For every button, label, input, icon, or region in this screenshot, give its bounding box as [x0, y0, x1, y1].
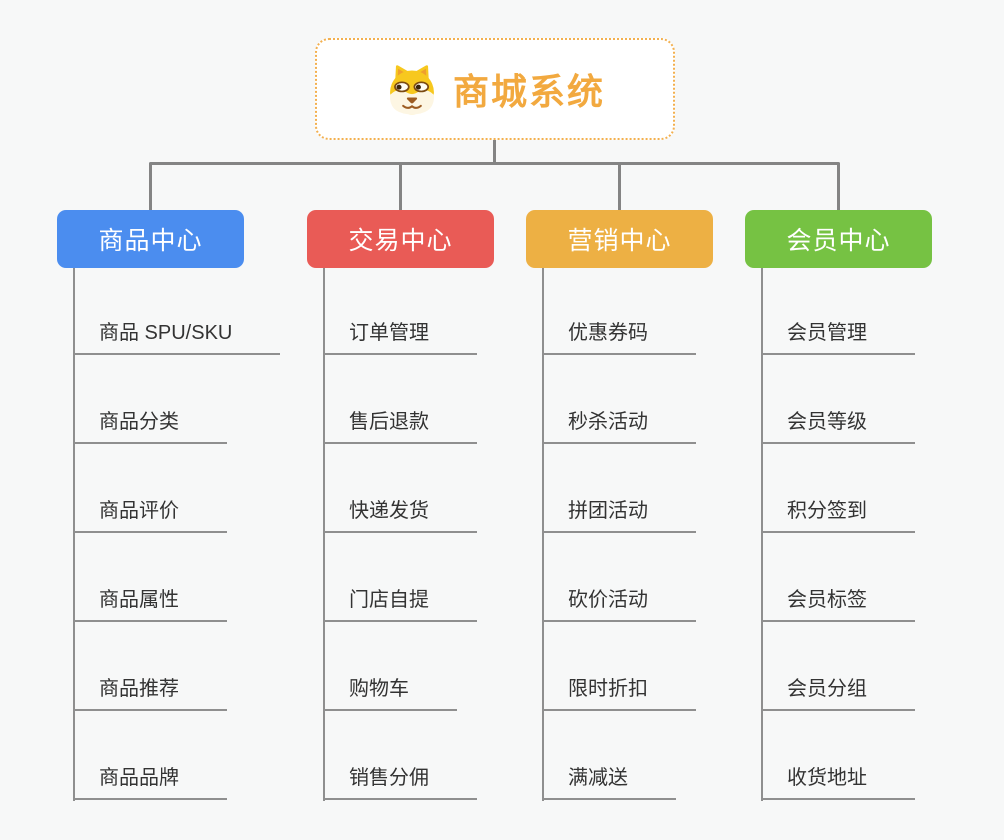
root-connector-stub: [493, 140, 496, 164]
child-node[interactable]: 会员管理: [761, 321, 915, 355]
child-node[interactable]: 购物车: [323, 677, 457, 711]
branch-trunk-line: [73, 268, 75, 801]
branch-box-product-center[interactable]: 商品中心: [57, 210, 244, 268]
child-node[interactable]: 门店自提: [323, 588, 477, 622]
branch-label: 营销中心: [567, 227, 672, 255]
branch-trunk-line: [542, 268, 544, 801]
branch-drop-connector: [837, 163, 840, 210]
branch-box-member-center[interactable]: 会员中心: [745, 210, 932, 268]
branch-box-trade-center[interactable]: 交易中心: [307, 210, 494, 268]
child-node[interactable]: 商品 SPU/SKU: [73, 321, 281, 355]
child-node[interactable]: 秒杀活动: [542, 410, 696, 444]
child-node[interactable]: 限时折扣: [542, 677, 696, 711]
branch-label: 会员中心: [786, 227, 891, 255]
branch-box-marketing-center[interactable]: 营销中心: [526, 210, 713, 268]
child-node[interactable]: 积分签到: [761, 499, 915, 533]
branch-label: 商品中心: [98, 227, 203, 255]
child-node[interactable]: 砍价活动: [542, 588, 696, 622]
child-node[interactable]: 快递发货: [323, 499, 477, 533]
child-node[interactable]: 拼团活动: [542, 499, 696, 533]
child-node[interactable]: 满减送: [542, 766, 676, 800]
branch-trunk-line: [323, 268, 325, 801]
root-node-mall-system[interactable]: 商城系统: [315, 38, 675, 140]
child-node[interactable]: 会员标签: [761, 588, 915, 622]
branch-drop-connector: [399, 163, 402, 210]
child-node[interactable]: 会员分组: [761, 677, 915, 711]
child-node[interactable]: 会员等级: [761, 410, 915, 444]
child-node[interactable]: 商品属性: [73, 588, 227, 622]
child-node[interactable]: 商品推荐: [73, 677, 227, 711]
branch-trunk-line: [761, 268, 763, 801]
child-node[interactable]: 商品品牌: [73, 766, 227, 800]
child-node[interactable]: 售后退款: [323, 410, 477, 444]
dog-face-icon: [390, 65, 434, 115]
branch-drop-connector: [618, 163, 621, 210]
child-node[interactable]: 收货地址: [761, 766, 915, 800]
child-node[interactable]: 销售分佣: [323, 766, 477, 800]
child-node[interactable]: 订单管理: [323, 321, 477, 355]
child-node[interactable]: 优惠券码: [542, 321, 696, 355]
child-node[interactable]: 商品评价: [73, 499, 227, 533]
branch-bus-line: [149, 162, 840, 165]
child-node[interactable]: 商品分类: [73, 410, 227, 444]
root-title: 商城系统: [452, 71, 605, 112]
branch-label: 交易中心: [348, 227, 453, 255]
branch-drop-connector: [149, 163, 152, 210]
